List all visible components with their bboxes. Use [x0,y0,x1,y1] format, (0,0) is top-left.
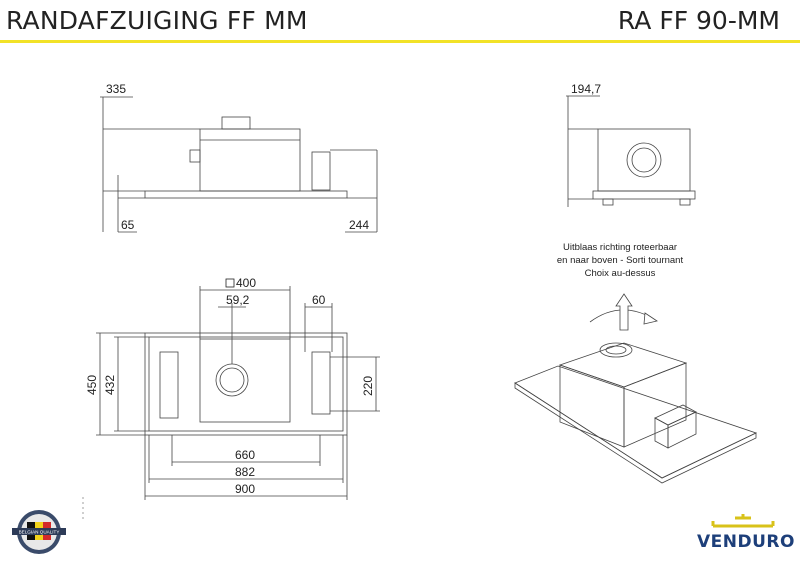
svg-text:BELGIAN QUALITY: BELGIAN QUALITY [19,530,60,535]
front-view [566,95,696,207]
isometric-view [514,293,758,484]
front-outlet-ring [626,142,662,178]
up-arrow-icon [615,293,633,331]
brand-name: VENDURO [697,532,795,552]
note-line: Uitblaas richting roteerbaar [562,242,678,253]
page-title: RANDAFZUIGING FF MM [6,6,308,35]
side-view [100,96,378,233]
iso-box-top [558,342,688,388]
side-flange [189,149,201,163]
outlet-note: Uitblaas richting roteerbaar en naar bov… [545,241,695,280]
dim-front-height: 194,7 [571,82,601,96]
dim-top-control-height: 220 [361,376,375,396]
note-line: en naar boven - Sorti tournant [556,255,684,266]
top-view [96,286,380,500]
header: RANDAFZUIGING FF MM RA FF 90-MM [0,0,800,44]
model-code: RA FF 90-MM [617,6,780,35]
dim-width-882: 882 [235,465,255,479]
side-base-plate [144,190,348,199]
top-control-box [311,351,331,415]
belgian-quality-seal-icon: BELGIAN QUALITY [10,508,68,556]
front-motor-box [597,128,691,192]
venduro-logo-icon [711,514,775,528]
side-outlet [221,116,251,130]
iso-outlet-ring [599,342,633,358]
front-base-plate [592,190,696,200]
dim-top-inner-depth: 432 [103,375,117,395]
venduro-logo: VENDURO [697,512,795,554]
top-outer-frame [144,332,348,436]
side-control-box [311,151,331,191]
note-line: Choix au-dessus [584,268,656,279]
dim-top-box: 400 [236,276,256,290]
side-motor-box [199,128,301,192]
header-rule [0,40,800,43]
top-motor-box [199,338,291,423]
dim-side-height: 335 [106,82,126,96]
top-outlet-ring [215,363,249,397]
top-filter-slot [159,351,179,419]
dim-side-base: 65 [121,218,135,232]
dim-width-660: 660 [235,448,255,462]
dim-top-depth: 450 [85,375,99,395]
dim-top-offset: 59,2 [226,293,250,307]
dim-side-depth: 244 [349,218,369,232]
dim-top-control: 60 [312,293,326,307]
dim-width-900: 900 [235,482,255,496]
